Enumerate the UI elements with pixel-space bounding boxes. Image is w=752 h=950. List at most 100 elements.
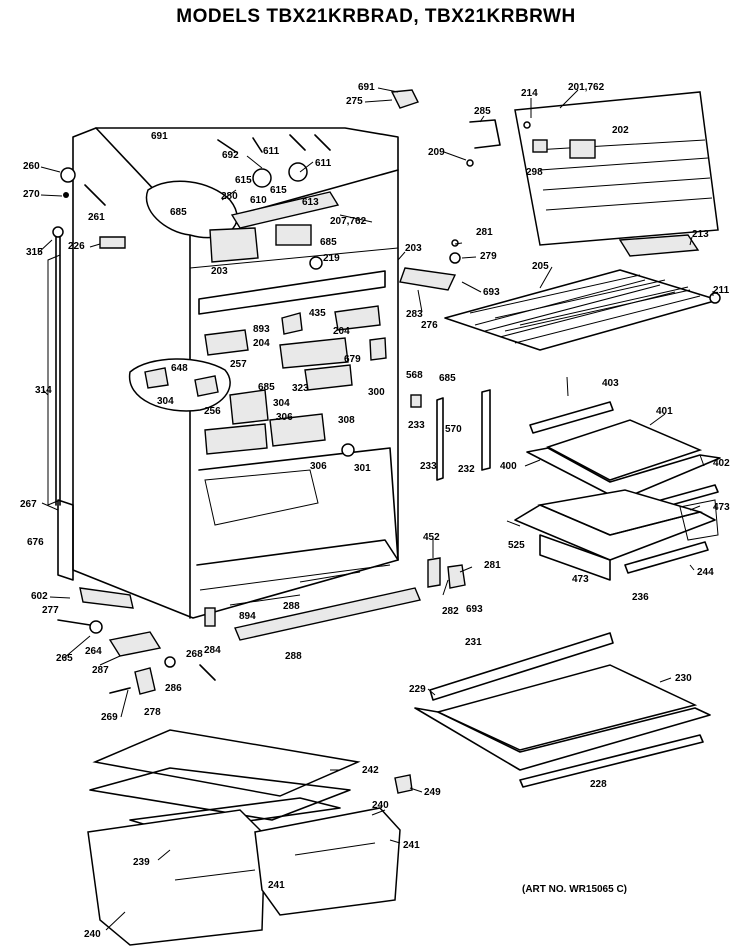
callout-label: 401 [656,406,673,417]
callout-label: 306 [310,461,327,472]
callout-label: 230 [675,673,692,684]
callout-label: 610 [250,195,267,206]
callout-label: 277 [42,605,59,616]
callout-label: 232 [458,464,475,475]
callout-label: 204 [253,338,270,349]
callout-label: 314 [35,385,52,396]
control-housing-parts [128,239,461,457]
callout-label: 304 [273,398,290,409]
callout-label: 304 [157,396,174,407]
callout-label: 241 [403,840,420,851]
callout-label: 214 [521,88,538,99]
callout-label: 265 [56,653,73,664]
small-hardware-parts [57,557,466,695]
callout-label: 275 [346,96,363,107]
callout-label: 685 [258,382,275,393]
callout-label: 229 [409,684,426,695]
callout-label: 240 [84,929,101,940]
callout-label: 685 [439,373,456,384]
freezer-control-parts [145,134,340,270]
callout-label: 207,762 [330,216,367,227]
callout-label: 219 [323,253,340,264]
callout-label: 256 [204,406,221,417]
crisper-drawer-shelf [514,489,719,581]
callout-label: 202 [612,125,629,136]
callout-label: 236 [632,592,649,603]
callout-label: 283 [406,309,423,320]
callout-label: 244 [697,567,714,578]
callout-label: 228 [590,779,607,790]
callout-label: 323 [292,383,309,394]
callout-label: 613 [302,197,319,208]
callout-label: 240 [372,800,389,811]
callout-label: 611 [263,146,280,157]
callout-label: 281 [476,227,493,238]
callout-label: 298 [526,167,543,178]
callout-label: 602 [31,591,48,602]
callout-label: 525 [508,540,525,551]
callout-label: 211 [713,285,730,296]
callout-label: 231 [465,637,482,648]
callout-label: 205 [532,261,549,272]
callout-label: 264 [85,646,102,657]
callout-label: 570 [445,424,462,435]
callout-label: 201,762 [568,82,605,93]
callout-label: 286 [165,683,182,694]
callout-label: 249 [424,787,441,798]
callout-label: 693 [466,604,483,615]
callout-label: 270 [23,189,40,200]
callout-label: 894 [239,611,256,622]
callout-label: 233 [408,420,425,431]
callout-label: 288 [285,651,302,662]
callout-label: 276 [421,320,438,331]
callout-label: 400 [500,461,517,472]
callout-label: 284 [204,645,221,656]
capillary-tube [52,167,126,506]
callout-label: 676 [27,537,44,548]
callout-label: 261 [88,212,105,223]
callout-label: 315 [26,247,43,258]
callout-label: 268 [186,649,203,660]
callout-label: 257 [230,359,247,370]
callout-label: 203 [211,266,228,277]
callout-label: 893 [253,324,270,335]
evaporator-cover [390,89,719,257]
bin-clip [394,774,413,794]
callout-label: 204 [333,326,350,337]
crisper-drawer-left [87,809,266,946]
callout-label: 242 [362,765,379,776]
callout-label: 209 [428,147,445,158]
callout-label: 267 [20,499,37,510]
callout-label: 615 [270,185,287,196]
callout-label: 308 [338,415,355,426]
callout-label: 285 [474,106,491,117]
callout-label: 278 [144,707,161,718]
callout-label: 435 [309,308,326,319]
callout-label: 403 [602,378,619,389]
callout-label: 691 [358,82,375,93]
callout-label: 287 [92,665,109,676]
callout-label: 568 [406,370,423,381]
callout-label: 452 [423,532,440,543]
page-title: MODELS TBX21KRBRAD, TBX21KRBRWH [176,6,576,27]
shelf-supports [410,389,491,481]
callout-label: 611 [315,158,332,169]
callout-label: 282 [442,606,459,617]
callout-label: 300 [368,387,385,398]
callout-label: 691 [151,131,168,142]
callout-label: 615 [235,175,252,186]
refrigerator-glass-shelf-lower [414,632,711,788]
callout-label: 685 [320,237,337,248]
crisper-drawer-right [254,807,401,916]
callout-label: 693 [483,287,500,298]
callout-label: 279 [480,251,497,262]
callout-label: 281 [484,560,501,571]
callout-label: 685 [170,207,187,218]
freezer-wire-shelf [444,269,721,351]
callout-label: 473 [713,502,730,513]
callout-label: 203 [405,243,422,254]
art-number-note: (ART NO. WR15065 C) [522,884,628,895]
leader-lines [37,87,714,931]
callout-label: 306 [276,412,293,423]
